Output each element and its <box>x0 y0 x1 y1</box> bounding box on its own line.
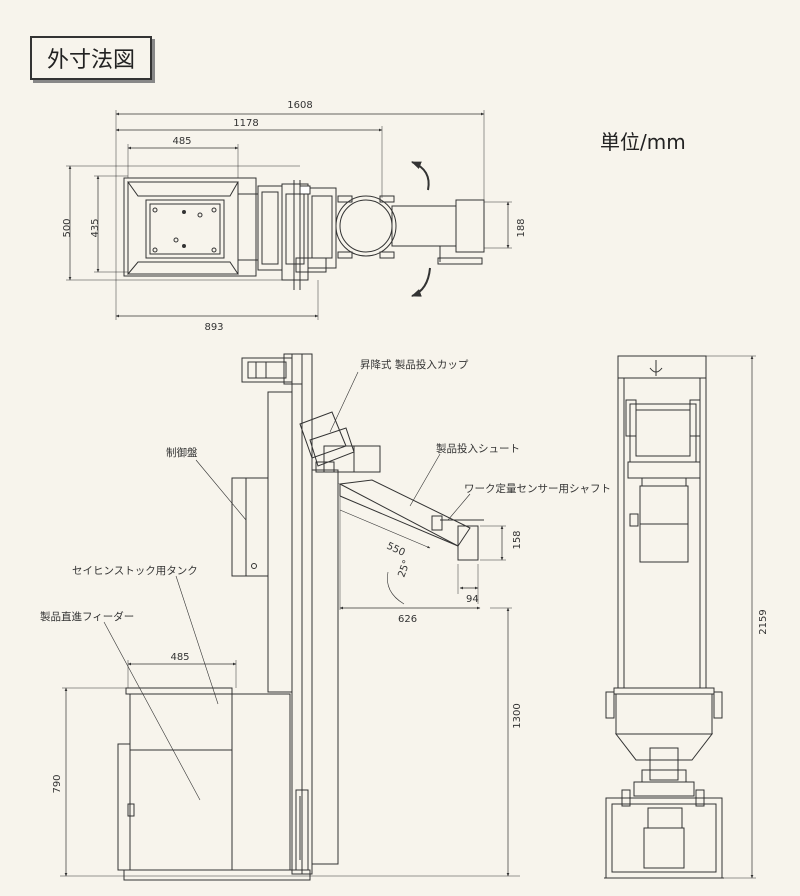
label-sensor-shaft: ワーク定量センサー用シャフト <box>464 482 611 495</box>
dim-790: 790 <box>52 774 63 793</box>
label-feeder: 製品直進フィーダー <box>40 610 134 623</box>
dim-94: 94 <box>466 594 479 605</box>
top-view-dim-labels: 1608 1178 485 500 435 188 893 <box>62 100 527 333</box>
drawing-title: 外寸法図 <box>30 36 152 80</box>
dim-angle: 25° <box>396 559 412 579</box>
side-view-labels: 昇降式 製品投入カップ 制御盤 製品投入シュート ワーク定量センサー用シャフト … <box>40 358 611 794</box>
label-cup: 昇降式 製品投入カップ <box>360 358 469 371</box>
dim-1178: 1178 <box>233 118 258 129</box>
dim-1300: 1300 <box>512 703 523 728</box>
dim-550: 550 <box>385 541 407 559</box>
dim-485-side: 485 <box>170 652 189 663</box>
dim-1608: 1608 <box>287 100 312 111</box>
top-view <box>66 110 512 320</box>
front-view <box>604 355 756 879</box>
dim-893: 893 <box>204 322 223 333</box>
dim-500: 500 <box>62 218 73 237</box>
front-view-labels: 2159 <box>758 609 769 634</box>
side-view <box>60 353 520 881</box>
label-stock-tank: セイヒンストック用タンク <box>72 565 198 577</box>
unit-label: 単位/mm <box>600 130 686 154</box>
dim-158: 158 <box>512 530 523 549</box>
dim-2159: 2159 <box>758 609 769 634</box>
dim-188: 188 <box>516 218 527 237</box>
label-chute: 製品投入シュート <box>436 442 520 455</box>
dim-626: 626 <box>398 614 417 625</box>
label-control-panel: 制御盤 <box>166 446 198 459</box>
dim-435: 435 <box>90 218 101 237</box>
dim-485-top: 485 <box>172 136 191 147</box>
